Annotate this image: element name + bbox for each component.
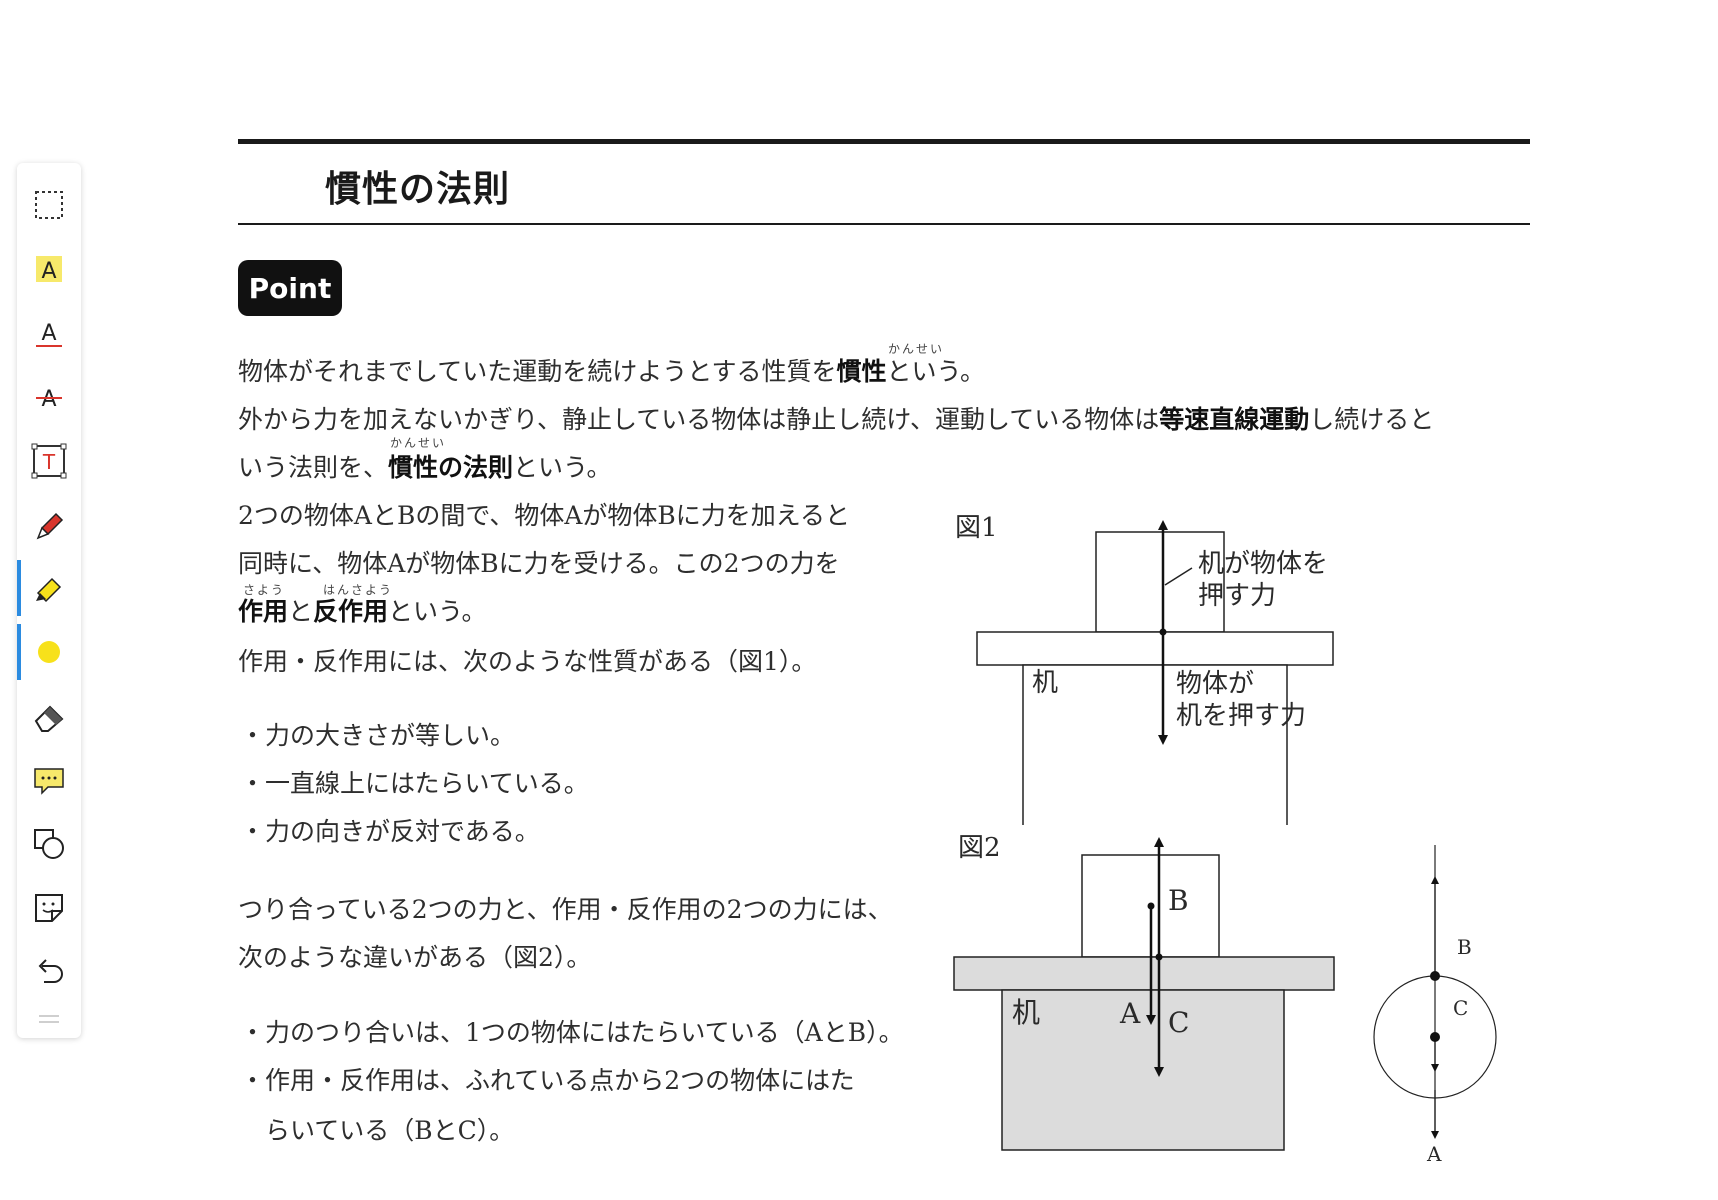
- active-tool-indicator: [17, 560, 21, 616]
- svg-text:A: A: [41, 259, 56, 284]
- point-b-label: B: [1168, 884, 1189, 917]
- undo-button[interactable]: [17, 943, 81, 999]
- title-bottom-rule: [238, 223, 1530, 225]
- comment-icon: [34, 768, 64, 795]
- force-down-label: 物体が: [1176, 669, 1254, 699]
- difference-list-item: ・力のつり合いは、1つの物体にはたらいている（AとB）。: [240, 1018, 904, 1047]
- shapes-icon: [34, 829, 64, 859]
- figure-2-label: 図2: [958, 833, 1001, 863]
- ruby-hansayou: はんさよう: [323, 583, 394, 597]
- title-top-rule: [238, 139, 1530, 144]
- point-b-label: B: [1457, 935, 1472, 959]
- paragraph-line-3: いう法則を、慣性の法則という。: [238, 453, 612, 482]
- desk-top: [976, 631, 1334, 666]
- contact-point: [1159, 628, 1167, 636]
- comment-tool-button[interactable]: [17, 752, 81, 808]
- svg-text:A: A: [41, 387, 56, 412]
- ruby-kansei-2: かんせい: [390, 436, 447, 450]
- text-box-icon: T: [31, 443, 67, 479]
- active-color-indicator: [17, 624, 21, 680]
- paragraph-line-1: 物体がそれまでしていた運動を続けようとする性質を慣性という。: [238, 357, 986, 386]
- property-list-item: ・力の向きが反対である。: [240, 817, 540, 846]
- paragraph-line-8: つり合っている2つの力と、作用・反作用の2つの力には、: [238, 895, 893, 924]
- point-a-label: A: [1119, 997, 1141, 1030]
- strikethrough-text-icon: A: [36, 387, 62, 412]
- sticker-tool-button[interactable]: [17, 880, 81, 936]
- ruby-kansei-1: かんせい: [888, 342, 945, 356]
- annotation-toolbar: A A A T: [17, 163, 81, 1038]
- yellow-highlighter-icon: [36, 577, 62, 603]
- desk-label: 机: [1032, 668, 1058, 698]
- strikethrough-tool-button[interactable]: A: [17, 369, 81, 425]
- difference-list-item: らいている（BとC）。: [240, 1116, 515, 1145]
- property-list-item: ・力の大きさが等しい。: [240, 721, 516, 750]
- figure-circle-force-diagram: B C A: [1373, 845, 1497, 1166]
- desk-label: 机: [1012, 996, 1040, 1029]
- force-up-label: 押す力: [1198, 581, 1276, 611]
- shapes-tool-button[interactable]: [17, 816, 81, 872]
- color-dot-icon: [38, 641, 60, 663]
- point-b-dot: [1430, 971, 1440, 981]
- desk-top: [953, 956, 1335, 991]
- point-c-label: C: [1453, 996, 1468, 1020]
- point-a-label: A: [1426, 1142, 1442, 1166]
- ruby-sayou: さよう: [243, 583, 286, 597]
- force-up-label: 机が物体を: [1198, 549, 1328, 579]
- svg-text:A: A: [41, 321, 56, 346]
- point-badge: Point: [238, 260, 342, 316]
- sticker-icon: [35, 894, 63, 922]
- desk-body: [1022, 664, 1288, 825]
- paragraph-line-9: 次のような違いがある（図2）。: [238, 943, 592, 972]
- point-c-dot: [1430, 1032, 1440, 1042]
- eraser-tool-button[interactable]: [17, 688, 81, 744]
- figure-1-label: 図1: [955, 513, 998, 543]
- underline-text-icon: A: [36, 321, 62, 347]
- pen-tool-button[interactable]: [17, 497, 81, 553]
- page-title: 慣性の法則: [325, 169, 511, 210]
- paragraph-line-6: 作用と反作用という。: [238, 597, 487, 626]
- object-block: [1095, 531, 1225, 633]
- point-c-label: C: [1168, 1006, 1189, 1039]
- dashed-select-icon: [35, 191, 63, 219]
- paragraph-line-5: 同時に、物体Aが物体Bに力を受ける。この2つの力を: [238, 549, 840, 578]
- red-pen-icon: [36, 512, 64, 540]
- text-box-tool-button[interactable]: T: [17, 433, 81, 489]
- paragraph-line-2: 外から力を加えないかぎり、静止している物体は静止し続け、運動している物体は等速直…: [238, 405, 1435, 434]
- underline-tool-button[interactable]: A: [17, 305, 81, 361]
- contact-point: [1155, 953, 1163, 961]
- svg-text:T: T: [42, 450, 56, 474]
- select-tool-button[interactable]: [17, 177, 81, 233]
- highlight-text-tool-button[interactable]: A: [17, 241, 81, 297]
- difference-list-item: ・作用・反作用は、ふれている点から2つの物体にはた: [240, 1066, 855, 1095]
- force-down-label: 机を押す力: [1176, 701, 1306, 731]
- highlight-text-icon: A: [36, 256, 62, 284]
- paragraph-line-4: 2つの物体AとBの間で、物体Aが物体Bに力を加えると: [238, 501, 851, 530]
- highlighter-tool-button[interactable]: [17, 560, 81, 616]
- paragraph-line-7: 作用・反作用には、次のような性質がある（図1）。: [238, 647, 817, 676]
- object-center-point: [1147, 902, 1155, 910]
- figure-1-action-reaction: 図1 机が物体を 押す力 机 物体が 机を押す力: [955, 513, 1334, 825]
- figure-2-balance-vs-action: 図2 B A C 机: [953, 833, 1335, 1151]
- eraser-icon: [34, 705, 64, 732]
- toolbar-drag-handle[interactable]: [39, 1015, 59, 1023]
- desk-body: [1001, 989, 1285, 1151]
- leader-line: [1164, 567, 1193, 586]
- undo-icon: [38, 959, 63, 983]
- property-list-item: ・一直線上にはたらいている。: [240, 769, 589, 798]
- color-picker-button[interactable]: [17, 624, 81, 680]
